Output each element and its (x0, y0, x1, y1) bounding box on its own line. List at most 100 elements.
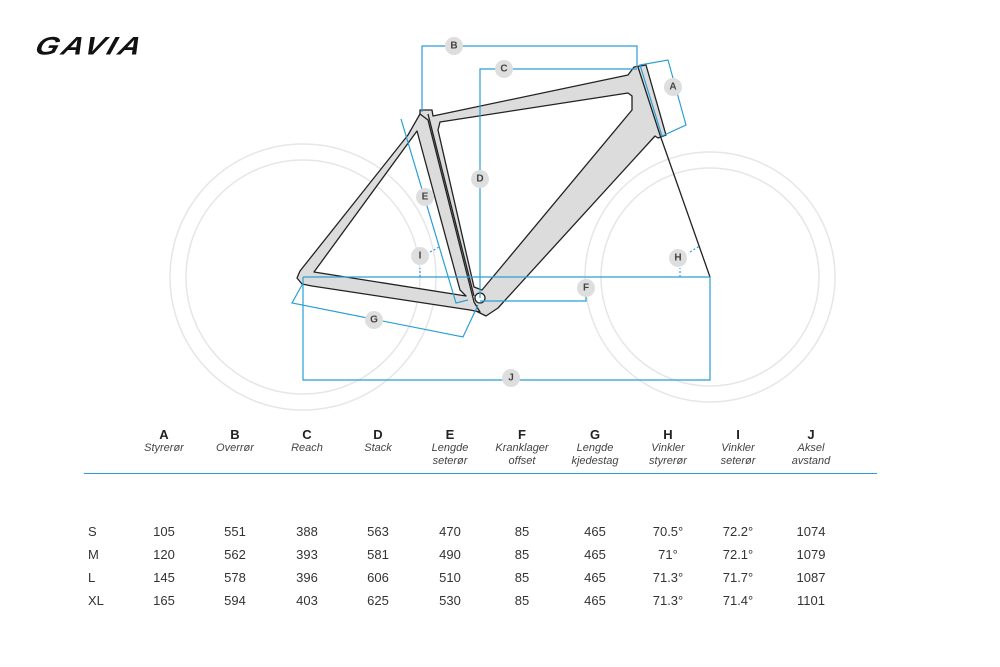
label-h: H (669, 249, 687, 267)
size-label: M (88, 547, 99, 562)
label-f: F (577, 279, 595, 297)
column-letter: G (589, 427, 601, 442)
column-letter: D (373, 427, 383, 442)
dimension-lines (291, 45, 711, 381)
table-cell: 465 (584, 524, 606, 539)
svg-text:E: E (422, 192, 429, 203)
table-cell: 71.3° (652, 593, 684, 608)
header-divider (84, 473, 877, 474)
column-name: Kranklager offset (495, 442, 549, 467)
table-cell: 145 (153, 570, 175, 585)
table-cell: 71.4° (722, 593, 754, 608)
table-cell: 165 (153, 593, 175, 608)
column-letter: C (302, 427, 312, 442)
table-cell: 396 (296, 570, 318, 585)
table-cell: 470 (439, 524, 461, 539)
svg-text:C: C (500, 64, 507, 75)
dimension-labels: B C A D E I H F G J (365, 37, 687, 387)
table-cell: 85 (514, 524, 530, 539)
svg-text:I: I (419, 251, 422, 262)
column-name: Lengde kjedestag (571, 442, 619, 467)
table-cell: 72.2° (722, 524, 754, 539)
frame-geometry-diagram: B C A D E I H F G J (169, 37, 836, 411)
column-letter: A (159, 427, 169, 442)
label-g: G (365, 311, 383, 329)
table-cell: 1079 (796, 547, 826, 562)
label-b: B (445, 37, 463, 55)
table-cell: 490 (439, 547, 461, 562)
label-i: I (411, 247, 429, 265)
table-cell: 85 (514, 593, 530, 608)
column-name: Vinkler seterør (720, 442, 756, 467)
column-letter: B (230, 427, 240, 442)
seat-stay-chainstay (296, 113, 481, 313)
table-cell: 530 (439, 593, 461, 608)
column-name: Aksel avstand (791, 442, 831, 467)
svg-text:G: G (370, 315, 378, 326)
table-cell: 85 (514, 547, 530, 562)
svg-text:J: J (508, 373, 514, 384)
column-letter: E (445, 427, 455, 442)
table-cell: 85 (514, 570, 530, 585)
svg-text:B: B (450, 41, 457, 52)
svg-text:F: F (583, 283, 589, 294)
bike-frame (296, 64, 711, 317)
column-name: Overrør (216, 442, 254, 454)
label-e: E (416, 188, 434, 206)
table-cell: 563 (367, 524, 389, 539)
size-label: S (88, 524, 97, 539)
table-cell: 71.3° (652, 570, 684, 585)
angle-i-arc (419, 245, 441, 277)
svg-text:H: H (674, 253, 681, 264)
table-cell: 72.1° (722, 547, 754, 562)
column-name: Styrerør (144, 442, 184, 454)
column-letter: H (663, 427, 673, 442)
angle-h-arc (679, 245, 701, 277)
table-cell: 1101 (797, 593, 825, 608)
table-cell: 403 (296, 593, 318, 608)
dim-a (639, 59, 687, 137)
column-name: Lengde seterør (431, 442, 469, 467)
table-cell: 594 (224, 593, 246, 608)
seat-tube-line (427, 113, 475, 297)
table-cell: 625 (367, 593, 389, 608)
head-tube-line (637, 66, 661, 136)
table-cell: 71.7° (722, 570, 754, 585)
dim-e (400, 118, 469, 304)
svg-text:A: A (669, 82, 676, 93)
column-name: Stack (364, 442, 392, 454)
table-cell: 105 (153, 524, 175, 539)
table-cell: 510 (439, 570, 461, 585)
label-d: D (471, 170, 489, 188)
table-cell: 1087 (796, 570, 826, 585)
column-name: Vinkler styrerør (649, 442, 687, 467)
table-cell: 1074 (796, 524, 826, 539)
table-cell: 606 (367, 570, 389, 585)
label-c: C (495, 60, 513, 78)
label-a: A (664, 78, 682, 96)
column-letter: J (807, 427, 815, 442)
table-cell: 465 (584, 547, 606, 562)
table-cell: 551 (224, 524, 246, 539)
table-cell: 578 (224, 570, 246, 585)
column-name: Reach (291, 442, 323, 454)
table-cell: 388 (296, 524, 318, 539)
svg-text:D: D (476, 174, 483, 185)
table-cell: 581 (367, 547, 389, 562)
dim-c-d (479, 68, 637, 298)
column-letter: I (736, 427, 740, 442)
